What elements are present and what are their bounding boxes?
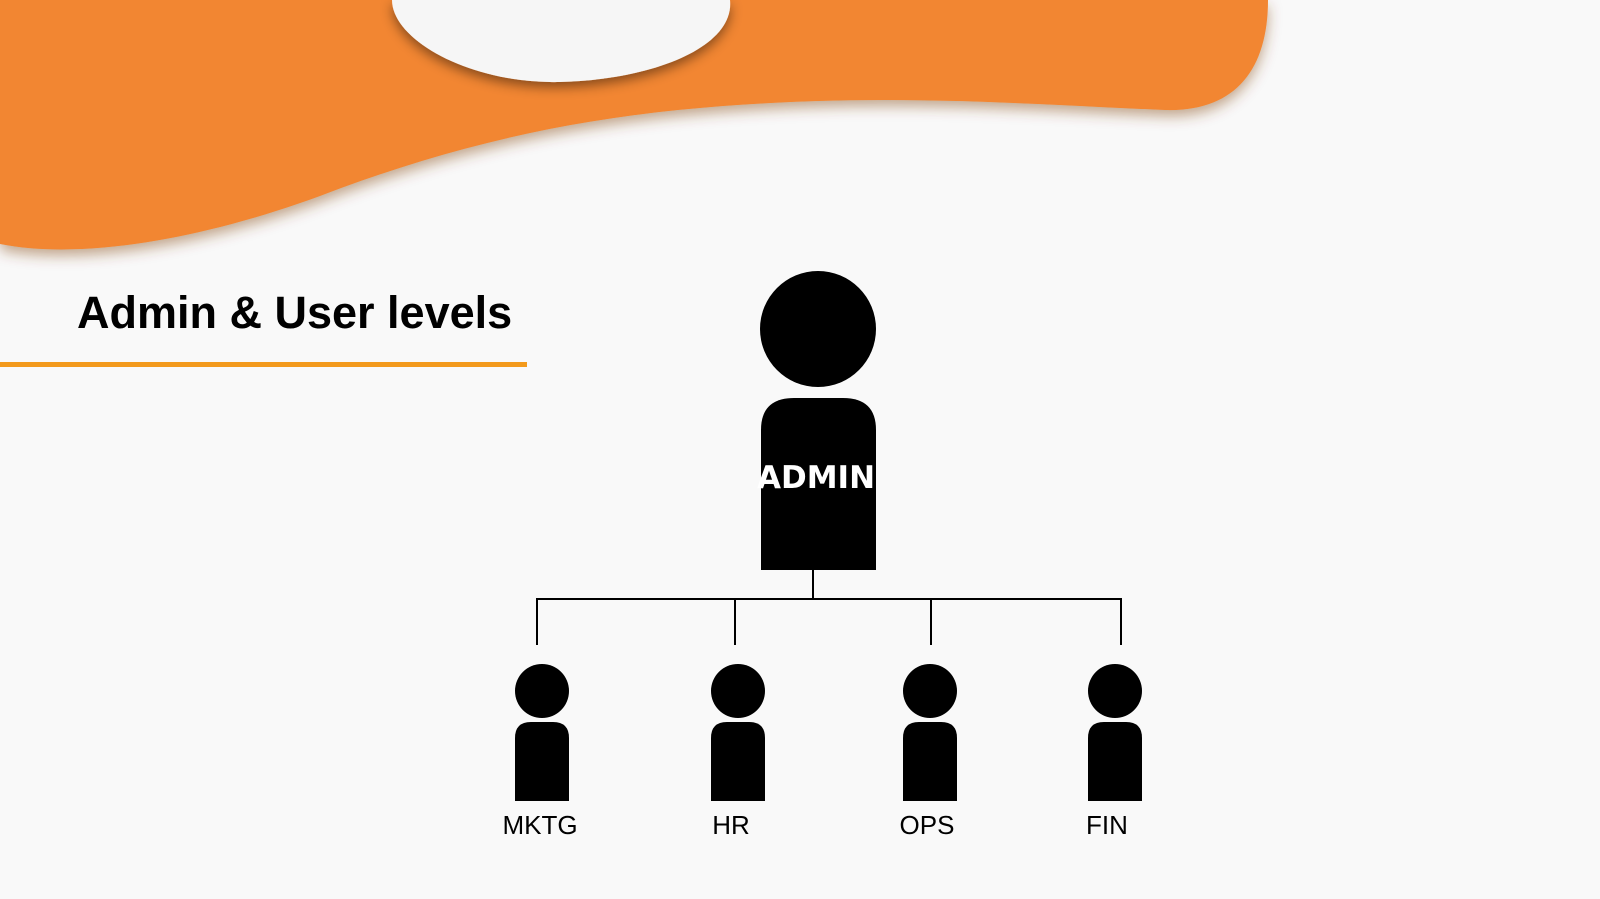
dept-label-fin: FIN: [1086, 810, 1128, 840]
dept-label-hr: HR: [712, 810, 750, 840]
title-underline: [0, 362, 527, 367]
person-body-icon: [903, 722, 957, 801]
slide-title: Admin & User levels: [77, 287, 513, 338]
person-icon: [903, 664, 957, 718]
child-node-hr: HR: [711, 664, 765, 840]
white-cutout-shape: [392, 0, 731, 83]
admin-node: ADMIN: [757, 271, 876, 570]
child-node-ops: OPS: [900, 664, 957, 840]
dept-label-ops: OPS: [900, 810, 955, 840]
admin-head-icon: [760, 271, 876, 387]
orange-wave-shape: [0, 0, 1268, 250]
person-body-icon: [711, 722, 765, 801]
person-icon: [711, 664, 765, 718]
child-node-mktg: MKTG: [502, 664, 578, 840]
admin-body-icon: [761, 398, 876, 570]
person-icon: [515, 664, 569, 718]
dept-label-mktg: MKTG: [502, 810, 577, 840]
person-body-icon: [515, 722, 569, 801]
child-node-fin: FIN: [1086, 664, 1142, 840]
connector-lines: [536, 570, 1122, 645]
person-body-icon: [1088, 722, 1142, 801]
admin-label: ADMIN: [757, 460, 875, 496]
person-icon: [1088, 664, 1142, 718]
